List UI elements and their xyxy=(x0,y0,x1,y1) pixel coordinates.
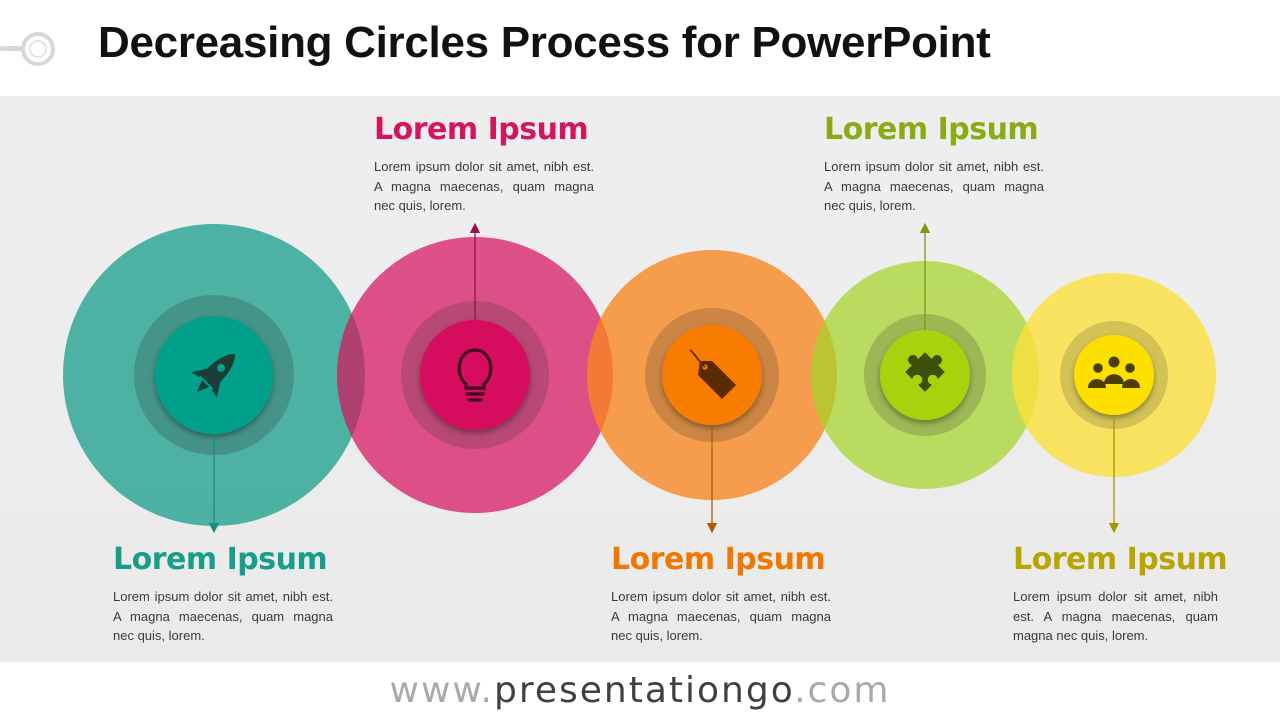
footer-prefix: www. xyxy=(389,670,494,711)
group-icon xyxy=(1088,356,1140,388)
key-ring-icon xyxy=(0,32,55,66)
step-3-heading: Lorem Ipsum xyxy=(611,542,826,577)
step-5-text-block: Lorem Ipsum Lorem ipsum dolor sit amet, … xyxy=(1013,542,1228,646)
step-4-description: Lorem ipsum dolor sit amet, nibh est. A … xyxy=(824,159,1044,213)
step-3-text-block: Lorem Ipsum Lorem ipsum dolor sit amet, … xyxy=(611,542,831,646)
title-bar xyxy=(0,0,1280,96)
lightbulb-icon xyxy=(457,348,493,402)
rocket-icon xyxy=(191,353,236,398)
step-1-heading: Lorem Ipsum xyxy=(113,542,328,577)
footer-website-link[interactable]: www.presentationgo.com xyxy=(0,670,1280,711)
step-4-heading: Lorem Ipsum xyxy=(824,112,1039,147)
footer-suffix: .com xyxy=(794,670,891,711)
step-3-description: Lorem ipsum dolor sit amet, nibh est. A … xyxy=(611,589,831,643)
footer: www.presentationgo.com xyxy=(0,662,1280,720)
step-2-text-block: Lorem Ipsum Lorem ipsum dolor sit amet, … xyxy=(374,112,594,216)
price-tag-icon xyxy=(689,349,736,399)
page-title: Decreasing Circles Process for PowerPoin… xyxy=(98,18,991,67)
step-2-description: Lorem ipsum dolor sit amet, nibh est. A … xyxy=(374,159,594,213)
step-4-text-block: Lorem Ipsum Lorem ipsum dolor sit amet, … xyxy=(824,112,1044,216)
step-2-circle xyxy=(337,237,613,513)
puzzle-piece-icon xyxy=(905,352,945,392)
step-5-heading: Lorem Ipsum xyxy=(1013,542,1228,577)
footer-domain: presentationgo xyxy=(494,670,795,711)
decreasing-circles-diagram xyxy=(63,222,1216,534)
step-5-description: Lorem ipsum dolor sit amet, nibh est. A … xyxy=(1013,589,1218,643)
step-1-description: Lorem ipsum dolor sit amet, nibh est. A … xyxy=(113,589,333,643)
step-1-text-block: Lorem Ipsum Lorem ipsum dolor sit amet, … xyxy=(113,542,333,646)
step-2-heading: Lorem Ipsum xyxy=(374,112,589,147)
